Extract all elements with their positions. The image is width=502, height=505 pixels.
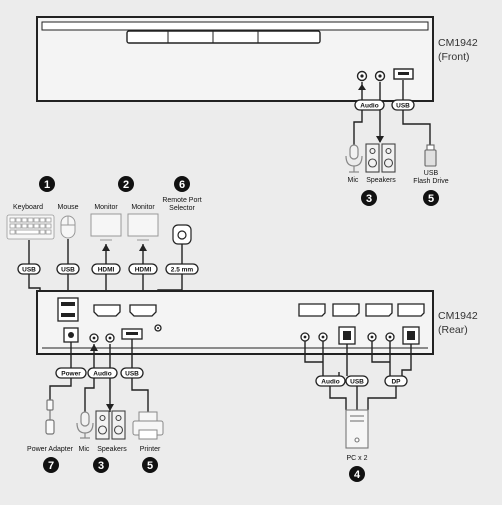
printer-label: Printer xyxy=(140,446,161,453)
svg-text:5: 5 xyxy=(147,460,153,472)
front-speakers-icon xyxy=(365,143,396,173)
hdmi1-tag: HDMI xyxy=(91,263,121,275)
keyboard-icon xyxy=(6,214,55,240)
pc-usb-tag: USB xyxy=(345,375,369,387)
svg-text:USB: USB xyxy=(125,371,139,378)
power-adapter-label: Power Adapter xyxy=(27,446,74,453)
flash-drive-label-line2: Flash Drive xyxy=(413,178,449,185)
front-mic-label: Mic xyxy=(348,177,359,184)
mouse-icon xyxy=(60,215,76,239)
mouse-label: Mouse xyxy=(57,204,78,211)
svg-text:2: 2 xyxy=(123,179,129,191)
svg-text:Audio: Audio xyxy=(321,379,339,386)
keyboard-label: Keyboard xyxy=(13,204,43,211)
remote-2-5mm-tag: 2.5 mm xyxy=(165,263,199,275)
front-mic-icon xyxy=(345,144,363,173)
remote-port-selector-icon xyxy=(172,224,192,245)
svg-text:USB: USB xyxy=(61,267,75,274)
pc-dp-tag: DP xyxy=(384,375,408,387)
printer-number-badge: 5 xyxy=(142,457,158,473)
flash-drive-label-line1: USB xyxy=(424,170,439,177)
monitor1-icon xyxy=(90,213,122,241)
front-speakers-label: Speakers xyxy=(366,177,396,184)
front-usb-tag: USB xyxy=(391,99,415,111)
remote-label-line1: Remote Port xyxy=(162,197,201,204)
svg-text:DP: DP xyxy=(391,379,401,386)
monitor2-icon xyxy=(127,213,159,241)
power-number-badge: 7 xyxy=(43,457,59,473)
svg-text:6: 6 xyxy=(179,179,185,191)
monitor1-label: Monitor xyxy=(94,204,118,211)
svg-text:1: 1 xyxy=(44,179,50,191)
front-audio-number-badge: 3 xyxy=(361,190,377,206)
svg-text:Audio: Audio xyxy=(93,371,111,378)
monitor-number-badge: 2 xyxy=(118,176,134,192)
flash-drive-icon xyxy=(424,144,437,167)
kbm-number-badge: 1 xyxy=(39,176,55,192)
rear-audio-tag: Audio xyxy=(87,367,118,379)
svg-text:3: 3 xyxy=(366,193,372,205)
pc-cables xyxy=(304,341,412,410)
front-model-label: CM1942 xyxy=(438,37,478,49)
svg-text:HDMI: HDMI xyxy=(135,267,152,274)
svg-text:USB: USB xyxy=(22,267,36,274)
remote-number-badge: 6 xyxy=(174,176,190,192)
rear-audio-number-badge: 3 xyxy=(93,457,109,473)
mouse-usb-tag: USB xyxy=(56,263,80,275)
front-unit xyxy=(36,16,434,102)
svg-text:USB: USB xyxy=(350,379,364,386)
keyboard-usb-tag: USB xyxy=(17,263,41,275)
rear-mic-label: Mic xyxy=(79,446,90,453)
rear-usb-tag: USB xyxy=(120,367,144,379)
svg-text:Audio: Audio xyxy=(360,103,378,110)
pc-audio-tag: Audio xyxy=(315,375,346,387)
front-usb-number-badge: 5 xyxy=(423,190,439,206)
svg-text:USB: USB xyxy=(396,103,410,110)
remote-label-line2: Selector xyxy=(169,205,195,212)
printer-icon xyxy=(132,411,164,440)
pc-tower-icon xyxy=(345,409,369,449)
hdmi2-tag: HDMI xyxy=(128,263,158,275)
svg-text:Power: Power xyxy=(61,371,81,378)
power-tag: Power xyxy=(55,367,87,379)
power-adapter-icon xyxy=(45,399,55,435)
rear-unit xyxy=(36,290,434,355)
rear-speakers-icon xyxy=(95,410,126,440)
rear-speakers-label: Speakers xyxy=(97,446,127,453)
svg-text:3: 3 xyxy=(98,460,104,472)
front-audio-tag: Audio xyxy=(354,99,385,111)
pc-number-badge: 4 xyxy=(349,466,365,482)
front-view-label: (Front) xyxy=(438,51,470,63)
svg-text:4: 4 xyxy=(354,469,361,481)
rear-view-label: (Rear) xyxy=(438,324,468,336)
svg-text:7: 7 xyxy=(48,460,54,472)
svg-text:HDMI: HDMI xyxy=(98,267,115,274)
svg-text:5: 5 xyxy=(428,193,434,205)
svg-text:2.5 mm: 2.5 mm xyxy=(171,267,194,274)
rear-model-label: CM1942 xyxy=(438,310,478,322)
monitor2-label: Monitor xyxy=(131,204,155,211)
rear-mic-icon xyxy=(76,411,94,439)
pc-count-label: PC x 2 xyxy=(346,455,367,462)
